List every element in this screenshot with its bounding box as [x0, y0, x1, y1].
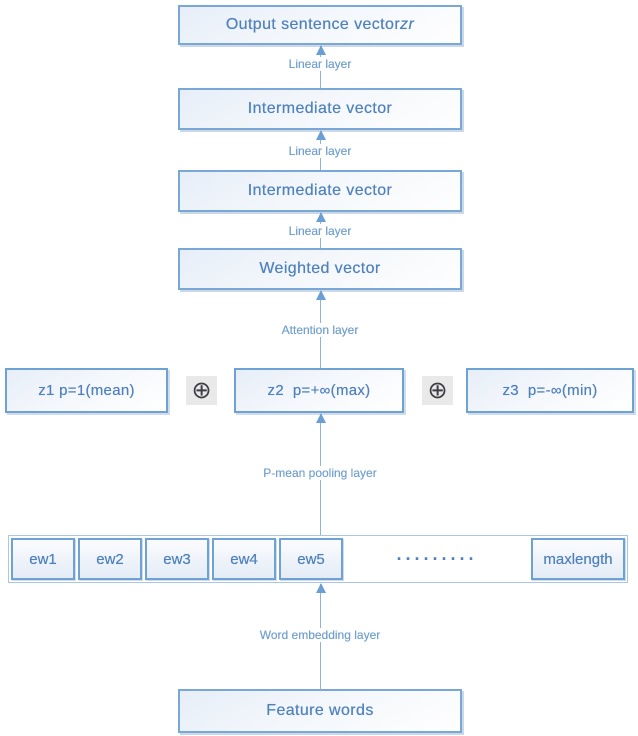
ew1-label: ew1 — [29, 550, 57, 568]
intermediate-vector-box-1: Intermediate vector — [178, 88, 462, 130]
embedding-cell-ew5: ew5 — [279, 538, 343, 580]
word-embedding-layer-label: Word embedding layer — [254, 628, 386, 642]
linear-layer-label-1: Linear layer — [283, 57, 357, 71]
feature-words-box: Feature words — [178, 689, 462, 733]
intermediate-vector-box-2: Intermediate vector — [178, 170, 462, 212]
ew5-label: ew5 — [297, 550, 325, 568]
plus-operator-2: ⊕ — [422, 376, 453, 405]
z3-min-label: z3 p=-∞(min) — [502, 382, 598, 399]
pmean-pooling-layer-label: P-mean pooling layer — [258, 466, 382, 480]
zr-symbol: zr — [400, 16, 415, 33]
arrow-up-icon — [316, 130, 326, 140]
arrow-up-icon — [316, 413, 326, 423]
embedding-cell-ew1: ew1 — [11, 538, 75, 580]
arrow-up-icon — [316, 290, 326, 300]
ew2-label: ew2 — [96, 550, 124, 568]
arrow-up-icon — [316, 583, 326, 593]
intermediate-vector-label-1: Intermediate vector — [247, 100, 393, 117]
maxlength-label: maxlength — [543, 550, 613, 568]
plus-operator-1: ⊕ — [186, 376, 217, 405]
z2-max-box: z2 p=+∞(max) — [234, 368, 404, 413]
weighted-vector-box: Weighted vector — [178, 248, 462, 290]
feature-words-label: Feature words — [266, 702, 374, 719]
embedding-cell-maxlength: maxlength — [531, 538, 625, 580]
circled-plus-icon: ⊕ — [427, 376, 448, 404]
ew3-label: ew3 — [163, 550, 191, 568]
z1-mean-label: z1 p=1(mean) — [38, 382, 135, 399]
arrow-up-icon — [316, 45, 326, 55]
attention-layer-label: Attention layer — [276, 323, 364, 337]
embedding-cell-ew4: ew4 — [212, 538, 276, 580]
circled-plus-icon: ⊕ — [191, 376, 212, 404]
output-sentence-vector-label: Output sentence vector — [225, 16, 401, 33]
embedding-cell-ew3: ew3 — [145, 538, 209, 580]
z3-min-box: z3 p=-∞(min) — [466, 368, 634, 413]
z1-mean-box: z1 p=1(mean) — [5, 368, 168, 413]
embedding-cell-ew2: ew2 — [78, 538, 142, 580]
linear-layer-label-2: Linear layer — [283, 144, 357, 158]
ew4-label: ew4 — [230, 550, 258, 568]
ellipsis-dots: ········· — [396, 548, 478, 569]
intermediate-vector-label-2: Intermediate vector — [247, 182, 393, 199]
z2-max-label: z2 p=+∞(max) — [267, 382, 371, 399]
word-embedding-row: ew1 ew2 ew3 ew4 ew5 ········· maxlength — [8, 535, 628, 583]
weighted-vector-label: Weighted vector — [259, 260, 381, 277]
output-sentence-vector-box: Output sentence vector zr — [178, 5, 462, 45]
arrow-up-icon — [316, 212, 326, 222]
linear-layer-label-3: Linear layer — [283, 224, 357, 238]
